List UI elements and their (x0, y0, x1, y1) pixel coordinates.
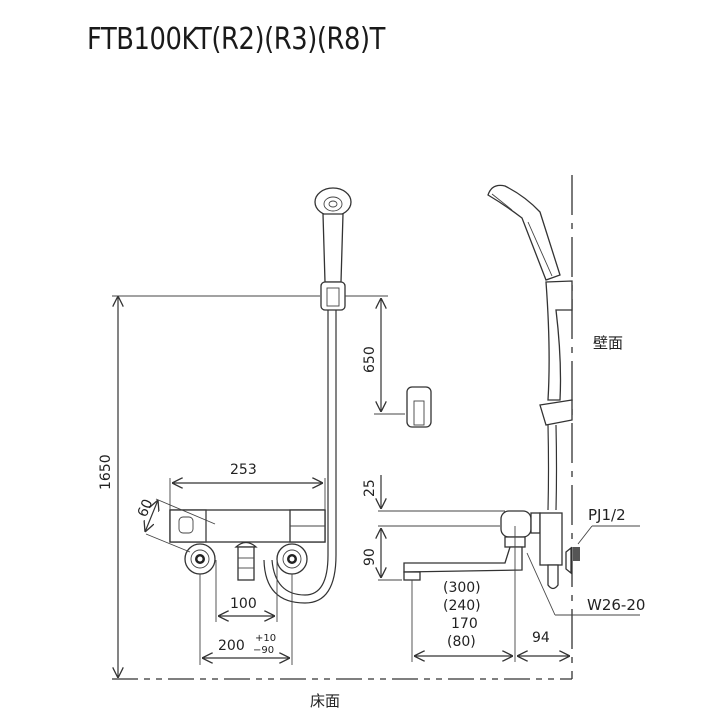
wall-label: 壁面 (593, 334, 623, 352)
left-inlet (184, 543, 216, 575)
dim-650: 650 (362, 346, 378, 373)
dim-spout-80: (80) (447, 634, 476, 650)
dim-94: 94 (532, 630, 550, 646)
dim-253: 253 (230, 462, 257, 478)
dim-25: 25 (362, 479, 378, 497)
tol-minus: −90 (253, 645, 274, 656)
faucet-body-side (500, 510, 580, 590)
dim-spout-240: (240) (443, 598, 481, 614)
hose-thread-label: W26-20 (587, 596, 645, 614)
dim-spout-170: 170 (451, 616, 478, 632)
slide-bar-side (545, 280, 573, 401)
front-view: 1650 650 253 60 100 200 +10 −90 (98, 187, 432, 678)
dim-60: 60 (135, 497, 157, 520)
tol-plus: +10 (255, 633, 276, 644)
hook-detail (406, 386, 432, 428)
dim-1650: 1650 (98, 454, 114, 490)
pipe-thread-label: PJ1/2 (588, 506, 626, 524)
right-inlet (276, 543, 308, 575)
dim-100: 100 (230, 596, 257, 612)
floor-label: 床面 (310, 692, 340, 710)
center-outlet (234, 541, 258, 581)
hook-holder-front (320, 281, 346, 311)
side-view: 壁面 25 (362, 175, 645, 679)
shower-head-front (314, 187, 352, 283)
dim-90: 90 (362, 548, 378, 566)
model-title: FTB100KT(R2)(R3)(R8)T (87, 22, 385, 57)
shower-head-side (487, 184, 561, 281)
faucet-body-front (169, 509, 326, 543)
pipe-thread-fitting (573, 547, 580, 561)
dim-spout-300: (300) (443, 580, 481, 596)
spout-side (403, 546, 523, 581)
dim-200: 200 (218, 638, 245, 654)
